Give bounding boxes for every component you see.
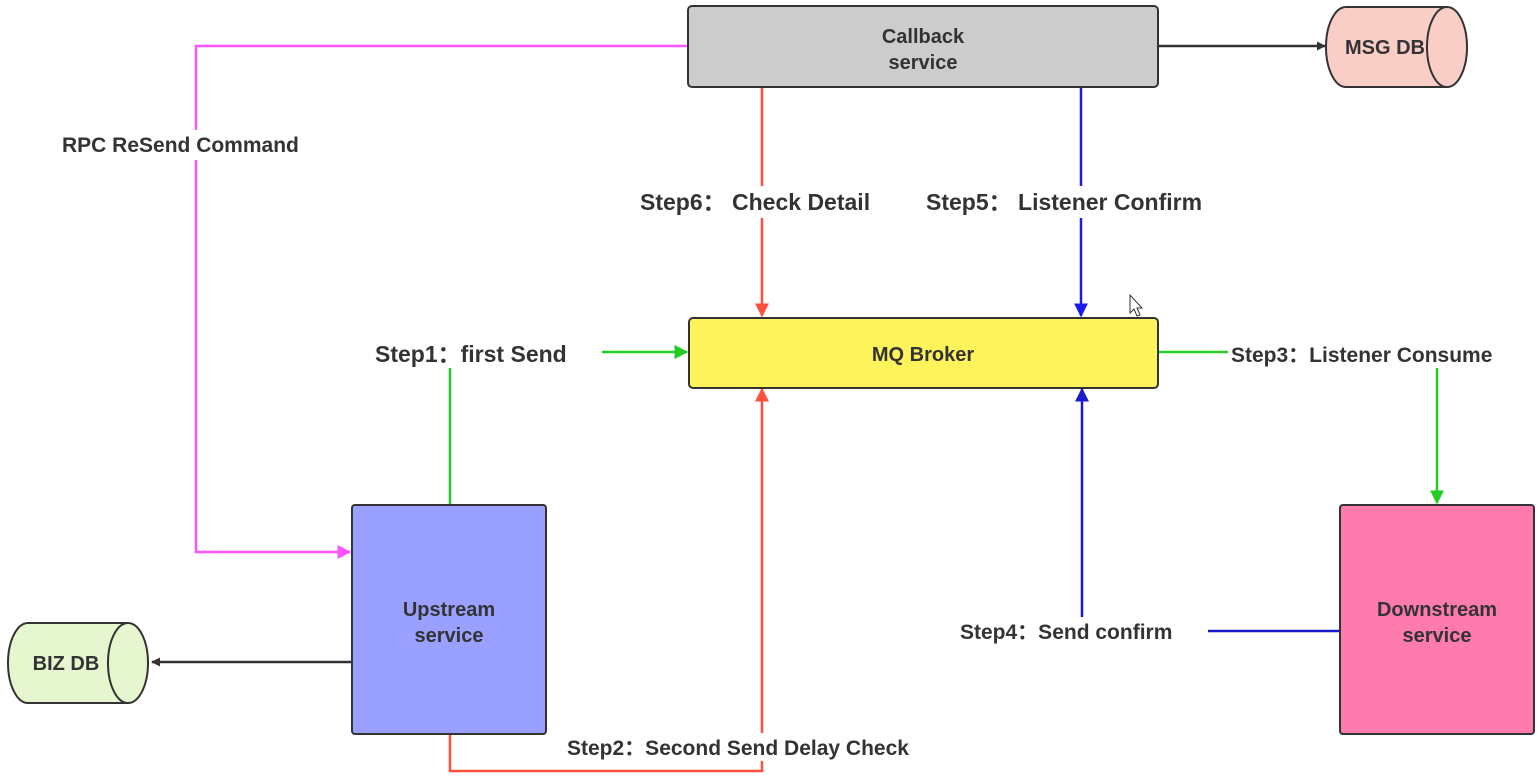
biz-db-node: BIZ DB [7,622,149,704]
upstream-service-node: Upstream service [351,504,547,735]
downstream-service-line2: service [1403,625,1472,647]
callback-service-node: Callback service [687,5,1159,88]
callback-service-line2: service [889,52,958,74]
mq-broker-label: MQ Broker [872,344,974,366]
downstream-service-node: Downstream service [1339,504,1535,735]
step5-label: Step5： Listener Confirm [926,189,1202,215]
edge-step3 [1158,350,1444,505]
mouse-pointer-icon [1129,293,1144,317]
edge-rpc-resend [194,44,688,559]
step4-label: Step4：Send confirm [960,621,1172,644]
downstream-service-line1: Downstream [1377,599,1497,621]
mq-broker-node: MQ Broker [688,317,1159,389]
step1-label: Step1：first Send [375,341,567,367]
step6-label: Step6： Check Detail [640,189,870,215]
msg-db-label: MSG DB [1345,37,1425,59]
edge-step4 [1075,387,1340,633]
upstream-service-line1: Upstream [403,599,495,621]
callback-service-line1: Callback [882,26,965,48]
rpc-resend-label: RPC ReSend Command [62,134,299,157]
edge-step2 [448,387,769,773]
step3-label: Step3：Listener Consume [1231,344,1492,367]
upstream-service-line2: service [415,625,484,647]
step2-label: Step2：Second Send Delay Check [567,737,909,760]
edge-step1 [448,345,689,505]
biz-db-label: BIZ DB [33,653,100,675]
msg-db-node: MSG DB [1325,6,1468,88]
